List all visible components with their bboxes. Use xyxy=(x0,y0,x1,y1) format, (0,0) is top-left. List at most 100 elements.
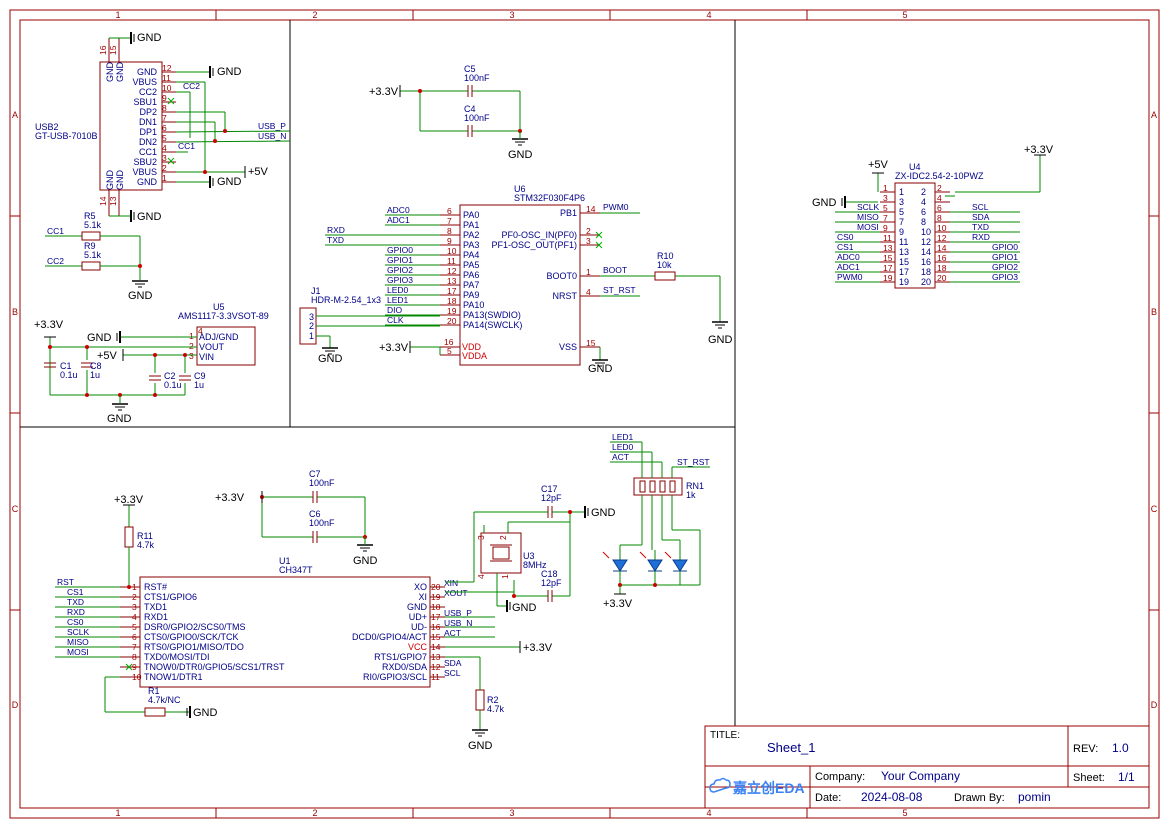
ch347-net-label: TXD xyxy=(67,597,84,607)
ch347-pin-name: RXD1 xyxy=(144,612,168,622)
usb-pin-num: 14 xyxy=(98,196,108,206)
mcu-pin-name: VDDA xyxy=(462,351,487,361)
usb-pin-name: DN1 xyxy=(139,117,157,127)
mcu-pin-num: 16 xyxy=(444,337,454,347)
idc-pin-num: 14 xyxy=(921,247,931,257)
idc-pin-num: 11 xyxy=(883,233,892,243)
idc-pin-num: 2 xyxy=(921,187,926,197)
mcu-pin-name: PA9 xyxy=(463,290,479,300)
c2-ref: C2 xyxy=(164,371,176,381)
title-label: TITLE: xyxy=(710,730,740,741)
ch347-pin-num: 4 xyxy=(132,612,137,622)
usb-pin-num: 5 xyxy=(162,133,167,143)
idc-net-label: PWM0 xyxy=(837,272,863,282)
ch347-pin-name: UD+ xyxy=(409,612,427,622)
mcu-net-label: DIO xyxy=(387,305,403,315)
mcu-pin-num: 19 xyxy=(447,306,457,316)
ldo-pin-name: ADJ/GND xyxy=(199,332,239,342)
usb-pin-name: VBUS xyxy=(132,77,157,87)
ldo-pin-num: 1 xyxy=(189,331,194,341)
mcu-pin-num: 1 xyxy=(586,267,591,277)
led-arrows xyxy=(602,551,672,559)
usb-pin-num: 1 xyxy=(162,173,167,183)
mcu-pin-num: 9 xyxy=(447,236,452,246)
r2-ref: R2 xyxy=(487,695,499,705)
net-label-act: ACT xyxy=(612,452,629,462)
mcu-net-label: BOOT xyxy=(603,265,627,275)
gnd-label: GND xyxy=(353,555,378,567)
gnd-symbol xyxy=(116,331,121,343)
mcu-pin-name: PA6 xyxy=(463,270,479,280)
idc-pin-num: 14 xyxy=(937,243,947,253)
usb-pin-name: VBUS xyxy=(132,167,157,177)
c5-ref: C5 xyxy=(464,64,476,74)
mcu-pin-num: 3 xyxy=(586,236,591,246)
idc-net-label: CS0 xyxy=(837,232,854,242)
idc-pin-num: 12 xyxy=(921,237,931,247)
usb-pin-num: 11 xyxy=(162,73,171,83)
c8-value: 1u xyxy=(90,370,100,380)
idc-pin-num: 15 xyxy=(883,253,893,263)
net-label-cc2: CC2 xyxy=(47,256,64,266)
mcu-pin-num: 13 xyxy=(447,276,457,286)
mcu-pin-name: PA1 xyxy=(463,220,479,230)
usb-pin-name: GND xyxy=(137,67,158,77)
border-col-label: 4 xyxy=(706,10,711,20)
ch347-pin-num: 5 xyxy=(132,622,137,632)
idc-pin-num: 5 xyxy=(883,203,888,213)
idc-pin-num: 4 xyxy=(921,197,926,207)
gnd-symbol xyxy=(584,506,589,518)
sheet-title: Sheet_1 xyxy=(767,740,815,755)
idc-net-label: ADC0 xyxy=(837,252,860,262)
mcu-pin-name: PA10 xyxy=(463,300,484,310)
idc-pin-num: 3 xyxy=(899,197,904,207)
idc-pin-num: 11 xyxy=(899,237,908,247)
idc-net-label: GPIO1 xyxy=(992,252,1018,262)
net-label-st-rst: ST_RST xyxy=(677,457,710,467)
ldo-regulator: U5 AMS1117-3.3VSOT-89 ADJ/GND VOUT VIN 1… xyxy=(34,302,269,425)
net-label-cc1: CC1 xyxy=(178,141,195,151)
c9-ref: C9 xyxy=(194,371,206,381)
ch347-net-label: CS1 xyxy=(67,587,84,597)
c17-value: 12pF xyxy=(541,493,562,503)
usb-pin-name: GND xyxy=(105,170,115,191)
gnd-label: GND xyxy=(588,363,613,375)
r1-value: 4.7k/NC xyxy=(148,695,181,705)
ch347-pin-name: CTS1/GPIO6 xyxy=(144,592,197,602)
mcu-net-label: TXD xyxy=(327,235,344,245)
r11-value: 4.7k xyxy=(137,540,155,550)
gnd-symbol xyxy=(592,359,608,367)
ch347-pin-num: 6 xyxy=(132,632,137,642)
status-leds: RN1 1k LED1 LED0 ACT ST_RST +3.3V xyxy=(602,432,710,610)
usb-pin-name: GND xyxy=(115,170,125,191)
ch347-pin-num: 18 xyxy=(431,602,441,612)
idc-pin-num: 16 xyxy=(937,253,947,263)
border-row-label: C xyxy=(12,504,19,514)
mcu-pin-name: VDD xyxy=(462,342,482,352)
title-block: TITLE: Sheet_1 REV: 1.0 嘉立创EDA Company: … xyxy=(704,725,1150,809)
ch347-pin-num: 11 xyxy=(431,672,440,682)
gnd-label: GND xyxy=(217,176,242,188)
no-connect-marks xyxy=(125,663,133,671)
border-col-label: 2 xyxy=(312,808,317,818)
gnd-label: GND xyxy=(137,211,162,223)
idc-pin-num: 6 xyxy=(937,203,942,213)
crystal-pin: 4 xyxy=(476,574,486,579)
c17-ref: C17 xyxy=(541,484,558,494)
r9-ref: R9 xyxy=(84,241,96,251)
ch347-pin-name: TNOW0/DTR0/GPIO5/SCS1/TRST xyxy=(144,662,285,672)
gnd-symbol xyxy=(132,280,148,288)
net-label-cc1: CC1 xyxy=(47,226,64,236)
mcu-net-label: ADC1 xyxy=(387,215,410,225)
r11-ref: R11 xyxy=(137,531,153,541)
gnd-symbol xyxy=(841,196,846,208)
gnd-label: GND xyxy=(87,332,112,344)
no-connect-marks xyxy=(167,97,175,165)
mcu-pin-num: 18 xyxy=(447,296,457,306)
net-label-usb-n: USB_N xyxy=(258,131,286,141)
idc-net-label: SCL xyxy=(972,202,989,212)
gnd-symbol xyxy=(712,321,728,329)
ch347-net-label: SCLK xyxy=(67,627,90,637)
r5-value: 5.1k xyxy=(84,220,102,230)
mcu-net-label: ADC0 xyxy=(387,205,410,215)
